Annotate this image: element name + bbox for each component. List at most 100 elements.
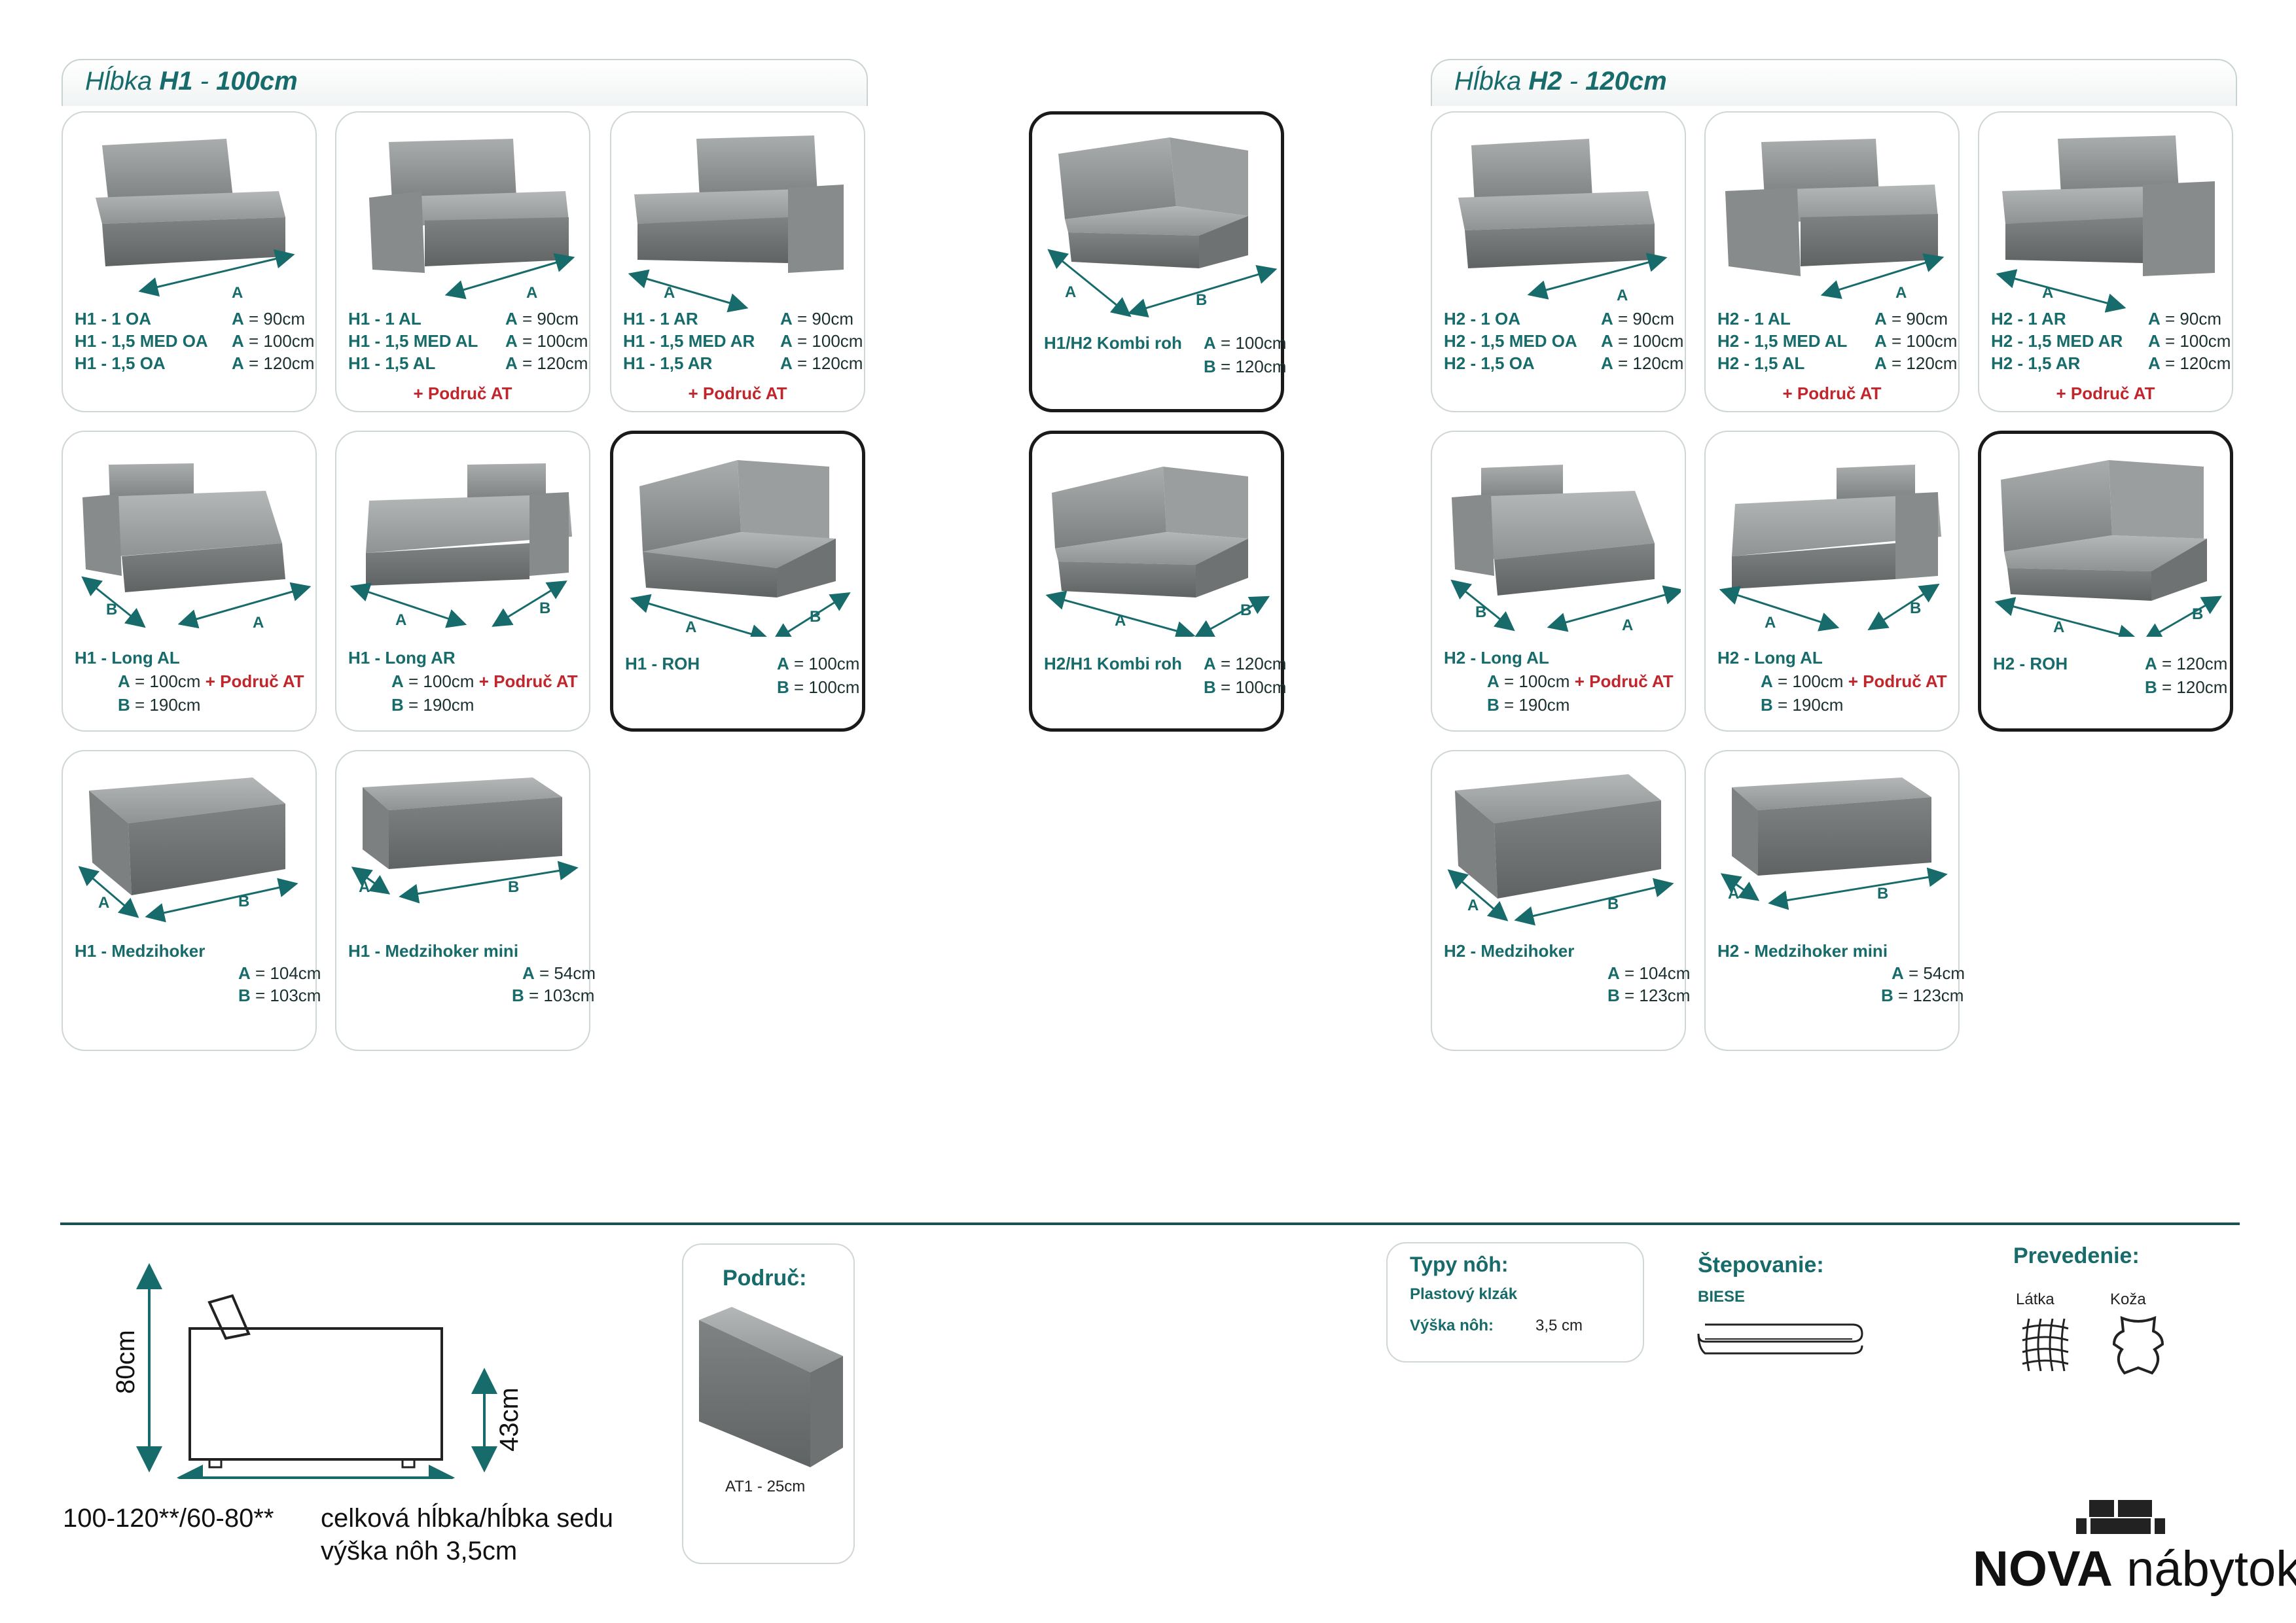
group-title-h2: Hĺbka H2 - 120cm: [1454, 67, 1667, 96]
dimension-b-label: B: [1475, 603, 1487, 621]
dimension-b-label: B: [106, 601, 118, 618]
brand-name: NOVA: [1973, 1541, 2113, 1597]
dimension-a-label: A: [395, 611, 407, 629]
dimension-b-label: B: [2192, 605, 2204, 623]
legs-panel: Typy nôh: Plastový klzák Výška nôh: 3,5 …: [1386, 1242, 1644, 1363]
title-dash: -: [1562, 67, 1586, 96]
leather-icon: [2112, 1315, 2164, 1375]
group-title-h1: Hĺbka H1 - 100cm: [85, 67, 298, 96]
chaise-left-illustration: [81, 463, 312, 629]
dimension-a-label: A: [1065, 283, 1077, 301]
dimension-a-label: A: [664, 284, 675, 302]
legs-type: Plastový klzák: [1410, 1285, 1518, 1303]
section-divider: [60, 1222, 2240, 1225]
chaise-left-illustration: [1450, 465, 1681, 632]
depth-description: celková hĺbka/hĺbka sedu: [321, 1504, 613, 1533]
dimension-a-label: A: [1467, 897, 1479, 914]
dimension-b-label: B: [1196, 291, 1208, 309]
armrest-note: + Područ AT: [688, 383, 787, 403]
kombi-corner-illustration: [1047, 137, 1278, 317]
version-fabric-label: Látka: [2016, 1291, 2054, 1308]
dimension-b-label: B: [1240, 601, 1252, 619]
dimension-a-label: A: [232, 284, 243, 302]
seat-height-dimension: 43cm: [495, 1387, 524, 1452]
card-h1-long-ar[interactable]: A B H1 - Long AR A = 100cm + Područ AT B…: [335, 431, 590, 732]
sofa-armleft-illustration: [369, 139, 575, 300]
ottoman-mini-illustration: [351, 777, 579, 904]
armrest-note: + Područ AT: [2056, 383, 2155, 403]
card-h2-medzihoker[interactable]: A B H2 - Medzihoker A = 104cm B = 123cm: [1431, 750, 1690, 1051]
sofa-armleft-illustration: [1725, 139, 1945, 299]
sofa-armright-illustration: [1996, 135, 2215, 313]
ottoman-mini-illustration: [1720, 777, 1948, 910]
version-title: Prevedenie:: [2013, 1243, 2140, 1268]
armrest-item: AT1 - 25cm: [725, 1478, 806, 1495]
dimension-b-label: B: [508, 878, 520, 896]
armrest-illustration: [699, 1307, 843, 1467]
dimension-a-label: A: [1895, 284, 1907, 302]
depth-value: 100cm: [216, 67, 298, 96]
sofa-seat-illustration: [96, 139, 295, 297]
depth-value: 120cm: [1585, 67, 1667, 96]
group-header-h2: Hĺbka H2 - 120cm: [1431, 59, 2237, 106]
stitching-type: BIESE: [1698, 1288, 1746, 1306]
legs-title: Typy nôh:: [1410, 1253, 1509, 1276]
card-h1-medzihoker[interactable]: A B H1 - Medzihoker A = 104cm B = 103cm: [62, 750, 321, 1051]
corner-illustration: [1994, 460, 2222, 637]
stitching-title: Štepovanie:: [1698, 1253, 1824, 1277]
sofa-armright-illustration: [628, 135, 844, 313]
version-leather-label: Koža: [2110, 1291, 2146, 1308]
fabric-icon: [2022, 1318, 2069, 1372]
depth-prefix: Hĺbka: [85, 67, 152, 96]
dimension-b-label: B: [810, 608, 821, 626]
brand-logo: NOVA nábytok: [1973, 1541, 2296, 1597]
armrest-note: + Područ AT: [1782, 383, 1882, 403]
dimension-a-label: A: [253, 614, 264, 632]
brand-suffix: nábytok: [2126, 1541, 2296, 1597]
dimension-b-label: B: [1910, 599, 1922, 617]
dimension-a-label: A: [1115, 612, 1126, 630]
dimension-b-label: B: [238, 893, 250, 910]
card-h2-long-al-2[interactable]: A B H2 - Long AL A = 100cm + Područ AT B…: [1704, 431, 1960, 732]
card-h2-long-al[interactable]: B A H2 - Long AL A = 100cm + Područ AT B…: [1431, 431, 1686, 732]
chaise-right-illustration: [1719, 465, 1941, 632]
dimension-a-label: A: [2053, 618, 2065, 636]
leg-height-note: výška nôh 3,5cm: [321, 1537, 518, 1565]
group-header-h1: Hĺbka H1 - 100cm: [62, 59, 868, 106]
corner-illustration: [630, 460, 851, 637]
legs-height-value: 3,5 cm: [1535, 1317, 1583, 1334]
dimension-a-label: A: [685, 618, 697, 636]
dimension-a-label: A: [1728, 885, 1740, 902]
dimension-a-label: A: [1765, 614, 1776, 632]
dimension-b-label: B: [539, 599, 551, 617]
ottoman-illustration: [78, 777, 298, 923]
sofa-seat-illustration: [1458, 139, 1668, 300]
dimension-a-label: A: [98, 894, 110, 912]
dimension-a-label: A: [526, 284, 538, 302]
dimension-a-label: A: [359, 878, 370, 896]
depth-code: H2: [1528, 67, 1562, 96]
armrest-title: Područ:: [723, 1266, 807, 1291]
card-h1-long-al[interactable]: B A H1 - Long AL A = 100cm + Područ AT B…: [62, 431, 317, 732]
legs-height-label: Výška nôh:: [1410, 1317, 1494, 1334]
sofa-logo-icon: [2076, 1500, 2165, 1534]
stitching-icon: [1697, 1323, 1863, 1355]
kombi-corner-illustration: [1045, 467, 1270, 637]
dimension-diagram: [136, 1263, 497, 1479]
ottoman-illustration: [1447, 774, 1674, 926]
chaise-right-illustration: [350, 463, 572, 628]
card-h2-medzihoker-mini[interactable]: A B H2 - Medzihoker mini A = 54cm B = 12…: [1704, 750, 1965, 1051]
card-h1-medzihoker-mini[interactable]: A B H1 - Medzihoker mini A = 54cm B = 10…: [335, 750, 596, 1051]
depth-dimension: 100-120**/60-80**: [63, 1504, 274, 1533]
title-dash: -: [192, 67, 217, 96]
